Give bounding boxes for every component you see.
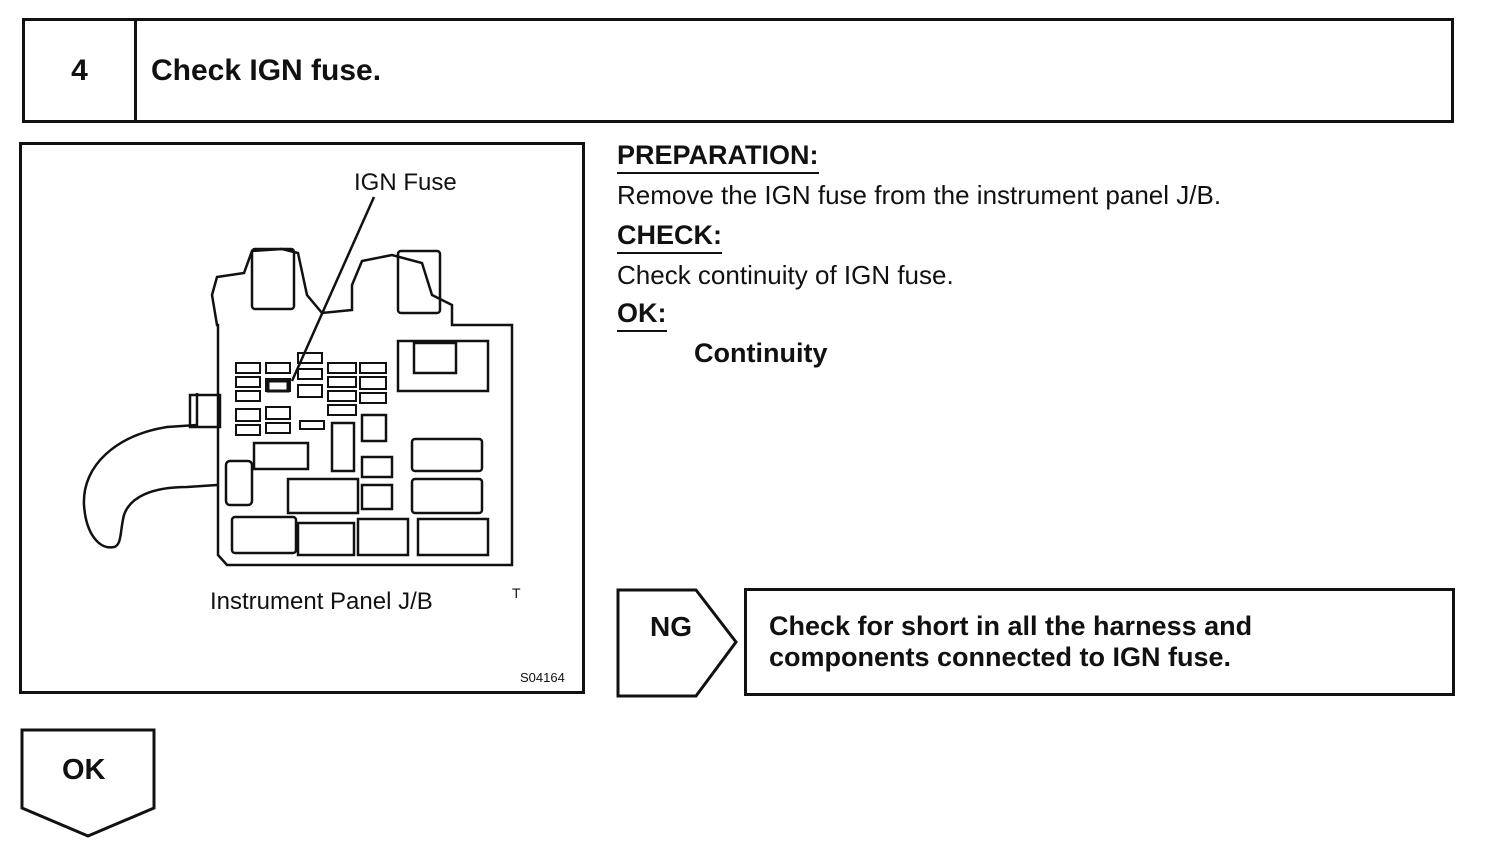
ign-fuse-leader-line (290, 196, 376, 382)
figure-caption: Instrument Panel J/B (210, 588, 433, 615)
step-header: 4 Check IGN fuse. (22, 18, 1454, 123)
ok-arrow-tab (20, 728, 156, 838)
step-title: Check IGN fuse. (151, 53, 382, 87)
top-connector-left (250, 247, 296, 311)
junction-block-figure: IGN Fuse Instrument Panel J/B T S04164 (19, 142, 585, 694)
module-l (356, 517, 410, 557)
figure-code: S04164 (520, 670, 565, 685)
module-i (410, 477, 484, 515)
check-heading: CHECK: (617, 220, 722, 254)
ng-arrow-tab (616, 588, 738, 698)
top-connector-right (396, 249, 442, 315)
module-b (330, 421, 356, 473)
jb-body-outline (210, 247, 514, 567)
preparation-text: Remove the IGN fuse from the instrument … (617, 180, 1222, 210)
module-c (360, 413, 388, 443)
ign-fuse-label: IGN Fuse (354, 169, 457, 196)
figure-corner-mark: T (512, 585, 521, 601)
ng-action-line-1: Check for short in all the harness and (769, 611, 1253, 641)
module-j (230, 515, 298, 555)
ng-action-line-2: components connected to IGN fuse. (769, 642, 1232, 672)
hose-clamp (188, 393, 222, 429)
module-m (416, 517, 490, 557)
ng-label: NG (650, 611, 692, 642)
ign-fuse-slot (266, 379, 290, 393)
module-g (286, 477, 360, 515)
ok-branch-label: OK (62, 754, 106, 786)
ng-action-box: Check for short in all the harness and c… (744, 588, 1455, 696)
relay-top-right (396, 339, 490, 393)
module-k (296, 521, 356, 557)
step-number: 4 (25, 21, 137, 120)
check-text: Check continuity of IGN fuse. (617, 260, 954, 290)
ng-action-text: Check for short in all the harness and c… (769, 611, 1429, 673)
junction-block-drawing (82, 196, 514, 567)
ok-result-value: Continuity (694, 338, 828, 368)
preparation-heading: PREPARATION: (617, 140, 819, 174)
fuse-grid (235, 352, 387, 436)
module-f (224, 459, 254, 507)
relay-top-right-inner (412, 341, 458, 375)
module-d (360, 455, 394, 479)
harness-hose (82, 393, 218, 549)
module-h (360, 483, 394, 511)
module-e (410, 437, 484, 473)
ok-heading: OK: (617, 298, 667, 332)
module-a (252, 441, 310, 471)
